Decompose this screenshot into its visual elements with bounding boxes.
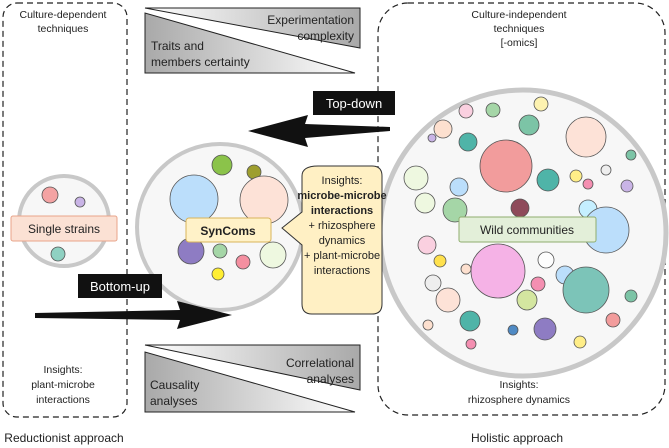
experimentation-label-line1: Experimentation: [267, 13, 354, 27]
left-footer: Reductionist approach: [4, 431, 123, 445]
traits-label-line1: Traits and: [151, 39, 204, 53]
wild-microbe: [625, 149, 637, 161]
callout-line7: interactions: [314, 265, 371, 277]
left-header-line2: techniques: [38, 23, 89, 35]
wild-microbe: [458, 132, 478, 152]
wild-microbe: [449, 177, 469, 197]
wild-microbe: [442, 197, 468, 223]
syncom-microbe: [259, 241, 287, 269]
right-header-line2: techniques: [494, 23, 545, 35]
single-strains-label-box: [10, 215, 118, 242]
wild-microbe: [620, 179, 634, 193]
wild-microbe: [569, 169, 583, 183]
callout-line1: Insights:: [322, 175, 363, 187]
right-footer: Holistic approach: [471, 431, 563, 445]
wild-microbe: [565, 116, 607, 158]
syncoms-microbes: [169, 154, 289, 281]
wild-microbe: [562, 266, 610, 314]
syncom-microbe: [239, 175, 289, 225]
causality-label-line2: analyses: [150, 394, 197, 408]
wild-microbe: [470, 243, 526, 299]
wild-microbe: [600, 164, 612, 176]
wild-microbe: [460, 263, 472, 275]
wild-communities-label: Wild communities: [480, 223, 574, 237]
wild-microbe: [537, 251, 555, 269]
wild-microbe: [458, 103, 474, 119]
bottom-up-label-box: [78, 274, 162, 298]
traits-certainty-wedge: [144, 12, 356, 74]
left-insights-line2: plant-microbe: [31, 379, 95, 391]
wild-microbe: [533, 317, 557, 341]
wild-microbe: [417, 235, 437, 255]
syncom-microbe: [169, 174, 219, 224]
wild-communities-label-box: [458, 216, 597, 243]
syncom-microbe: [211, 154, 233, 176]
single-strain-microbe: [74, 196, 86, 208]
experimentation-label-line2: complexity: [297, 29, 354, 43]
right-insights-line2: rhizosphere dynamics: [468, 394, 570, 406]
callout-line5: dynamics: [319, 235, 366, 247]
wild-microbe: [479, 139, 533, 193]
wild-microbe: [624, 289, 638, 303]
callout-line2: microbe-microbe: [297, 190, 386, 202]
right-header-line1: Culture-independent: [471, 9, 566, 21]
callout-line4: + rhizosphere: [309, 220, 376, 232]
wild-microbe: [516, 289, 538, 311]
wild-microbe: [433, 119, 453, 139]
wild-microbe: [414, 192, 436, 214]
top-down-label-box: [313, 91, 395, 115]
wild-microbe: [433, 254, 447, 268]
right-insights-line1: Insights:: [499, 379, 538, 391]
wild-microbe: [403, 165, 429, 191]
correlational-label-line2: analyses: [307, 372, 354, 386]
syncom-microbe: [235, 254, 251, 270]
wild-microbe: [435, 287, 461, 313]
syncoms-label: SynComs: [200, 224, 256, 238]
experimentation-complexity-wedge: [144, 7, 361, 49]
wild-microbe: [533, 96, 549, 112]
wild-microbe: [459, 310, 481, 332]
single-strain-microbe: [41, 186, 59, 204]
insights-callout-bubble: [281, 165, 383, 315]
wild-microbe: [507, 324, 519, 336]
single-strains-label: Single strains: [28, 222, 100, 236]
wild-microbe: [424, 274, 442, 292]
top-down-arrow: [248, 115, 390, 147]
left-dashed-panel: [2, 2, 128, 418]
wild-microbe: [485, 102, 501, 118]
wild-microbe: [518, 114, 540, 136]
wild-microbe: [510, 198, 530, 218]
bottom-up-arrow: [35, 301, 232, 329]
syncoms-label-box: [185, 217, 272, 243]
wild-microbe: [582, 178, 594, 190]
traits-label-line2: members certainty: [151, 55, 250, 69]
correlational-wedge: [144, 344, 361, 391]
left-insights-line3: interactions: [36, 394, 90, 406]
left-header-line1: Culture-dependent: [20, 9, 107, 21]
wild-microbe: [536, 168, 560, 192]
wild-microbes: [403, 96, 638, 350]
right-header-line3: [-omics]: [501, 37, 538, 49]
syncom-microbe: [211, 267, 225, 281]
callout-line6: + plant-microbe: [304, 250, 380, 262]
causality-label-line1: Causality: [150, 378, 199, 392]
correlational-label-line1: Correlational: [286, 356, 354, 370]
wild-microbe: [530, 276, 546, 292]
bottom-up-label: Bottom-up: [90, 279, 150, 294]
callout-line3: interactions: [311, 205, 373, 217]
causality-wedge: [144, 351, 356, 413]
wild-microbe: [573, 335, 587, 349]
wild-microbe: [422, 319, 434, 331]
wild-microbe: [465, 338, 477, 350]
syncom-microbe: [212, 243, 228, 259]
wild-microbe: [427, 133, 437, 143]
wild-microbe: [605, 312, 621, 328]
left-insights-line1: Insights:: [43, 364, 82, 376]
top-down-label: Top-down: [326, 96, 382, 111]
single-strain-microbe: [50, 246, 66, 262]
